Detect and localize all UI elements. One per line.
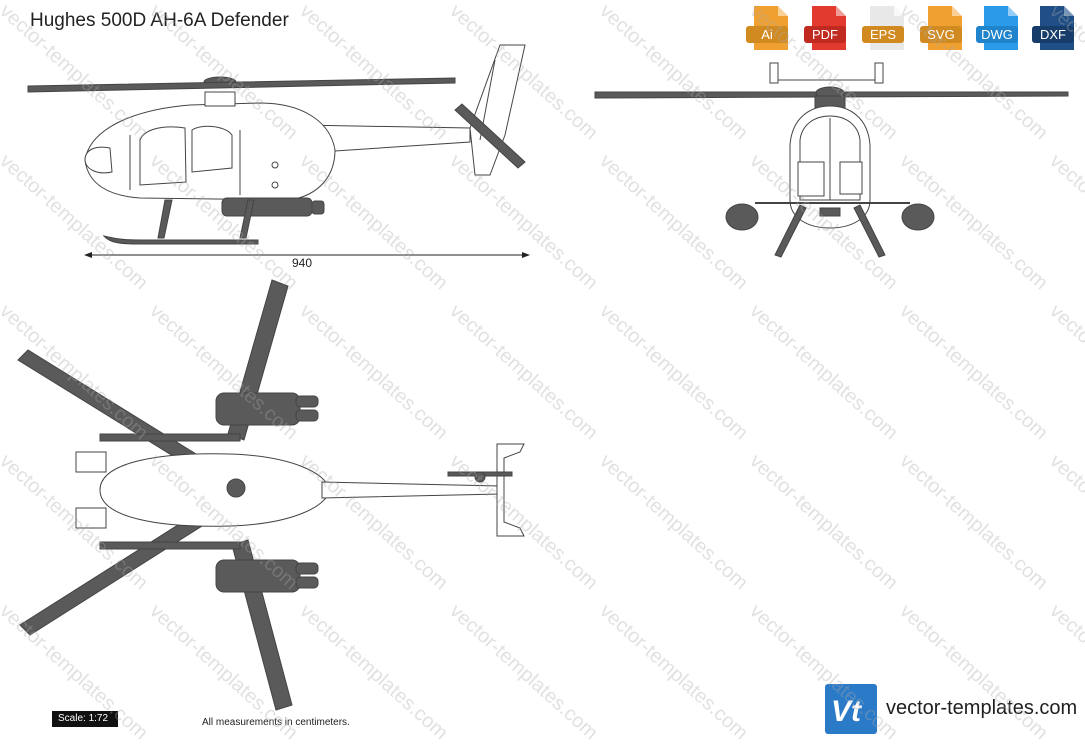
format-badge-dwg[interactable]: DWG (976, 4, 1020, 52)
format-label: DWG (976, 26, 1018, 43)
length-dimension: 940 (292, 256, 313, 270)
logo-text: Vt (831, 695, 863, 728)
format-label: PDF (804, 26, 846, 43)
side-view (27, 44, 530, 258)
scale-label: Scale: 1:72 (52, 711, 118, 727)
format-badge-ai[interactable]: Ai (746, 4, 790, 52)
site-logo[interactable]: Vt (825, 684, 879, 734)
site-link[interactable]: vector-templates.com (886, 697, 1078, 719)
format-label: SVG (920, 26, 962, 43)
measurement-note: All measurements in centimeters. (202, 717, 350, 728)
format-badge-svg[interactable]: SVG (920, 4, 964, 52)
top-view (17, 279, 525, 711)
format-badge-eps[interactable]: EPS (862, 4, 906, 52)
format-label: Ai (746, 26, 788, 43)
front-view (594, 62, 1069, 258)
format-badges: Ai PDF EPS SVG DWG DXF (742, 4, 1078, 54)
format-label: DXF (1032, 26, 1074, 43)
format-label: EPS (862, 26, 904, 43)
format-badge-pdf[interactable]: PDF (804, 4, 848, 52)
format-badge-dxf[interactable]: DXF (1032, 4, 1076, 52)
page-title: Hughes 500D AH-6A Defender (30, 10, 289, 31)
vt-logo-icon: Vt (825, 684, 877, 734)
